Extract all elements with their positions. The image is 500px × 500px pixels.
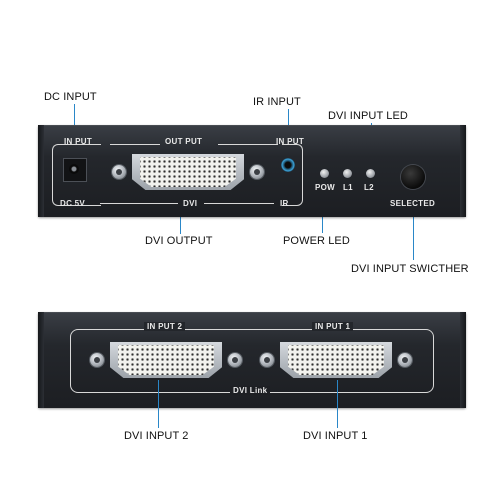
dvi-output-screw-left-icon [112, 165, 126, 179]
dvi-input-2-socket [118, 345, 214, 375]
dvi-input-1-screw-right-icon [398, 353, 412, 367]
ir-input-callout: IR INPUT [253, 96, 301, 108]
bottom-label-in-put-1: IN PUT 1 [312, 322, 354, 331]
top-silk-frame-right [282, 144, 303, 206]
top-label-l1: L1 [343, 183, 353, 192]
power-led-callout: POWER LED [283, 235, 350, 247]
l2-led-icon [366, 169, 375, 178]
top-label-pow: POW [315, 183, 336, 192]
dvi-output-socket [140, 157, 236, 187]
top-silk-frame-bottom [100, 203, 178, 204]
top-label-in-put-ir: IN PUT [276, 137, 305, 146]
bottom-label-in-put-2: IN PUT 2 [144, 322, 186, 331]
dvi-input-2-port[interactable] [88, 338, 244, 382]
top-unit-right-edge [460, 125, 466, 217]
power-led-icon [320, 169, 329, 178]
l1-led-icon [343, 169, 352, 178]
top-label-out-put: OUT PUT [165, 137, 203, 146]
top-unit-left-edge [38, 125, 44, 217]
dvi-input-switcher-callout: DVI INPUT SWICTHER [351, 263, 469, 275]
bottom-unit-left-edge [38, 312, 44, 408]
dvi-output-screw-right-icon [250, 165, 264, 179]
top-label-selected: SELECTED [390, 199, 436, 208]
top-silk-frame-left [52, 144, 101, 206]
dvi-input-1-screw-left-icon [260, 353, 274, 367]
dvi-input-1-socket [288, 345, 384, 375]
dvi-input-2-callout: DVI INPUT 2 [124, 430, 189, 442]
top-label-dc-5v: DC 5V [60, 199, 86, 208]
dvi-input-1-callout: DVI INPUT 1 [303, 430, 368, 442]
dvi-output-port[interactable] [110, 150, 266, 194]
dvi-input-selector-button[interactable] [401, 165, 425, 189]
dvi-input-2-screw-right-icon [228, 353, 242, 367]
top-label-dvi: DVI [183, 199, 198, 208]
top-silk-frame-bottom2 [204, 203, 274, 204]
dvi-input-led-callout: DVI INPUT LED [328, 110, 408, 122]
dvi-input-1-port[interactable] [258, 338, 414, 382]
dvi-input-switcher-leader [413, 208, 414, 260]
bottom-unit-right-edge [460, 312, 466, 408]
dvi-input-2-leader [158, 380, 159, 428]
top-label-l2: L2 [364, 183, 374, 192]
top-silk-frame-top-mid2 [218, 144, 278, 145]
dvi-input-2-screw-left-icon [90, 353, 104, 367]
dc-input-callout: DC INPUT [44, 91, 97, 103]
bottom-label-dvi-link: DVI Link [230, 386, 271, 395]
top-label-ir: IR [280, 199, 289, 208]
top-label-in-put-dc: IN PUT [64, 137, 93, 146]
dvi-output-callout: DVI OUTPUT [145, 235, 213, 247]
dc-input-jack[interactable] [63, 158, 87, 182]
top-silk-frame-top-mid [110, 144, 160, 145]
dvi-input-1-leader [337, 380, 338, 428]
ir-input-jack[interactable] [281, 158, 295, 172]
